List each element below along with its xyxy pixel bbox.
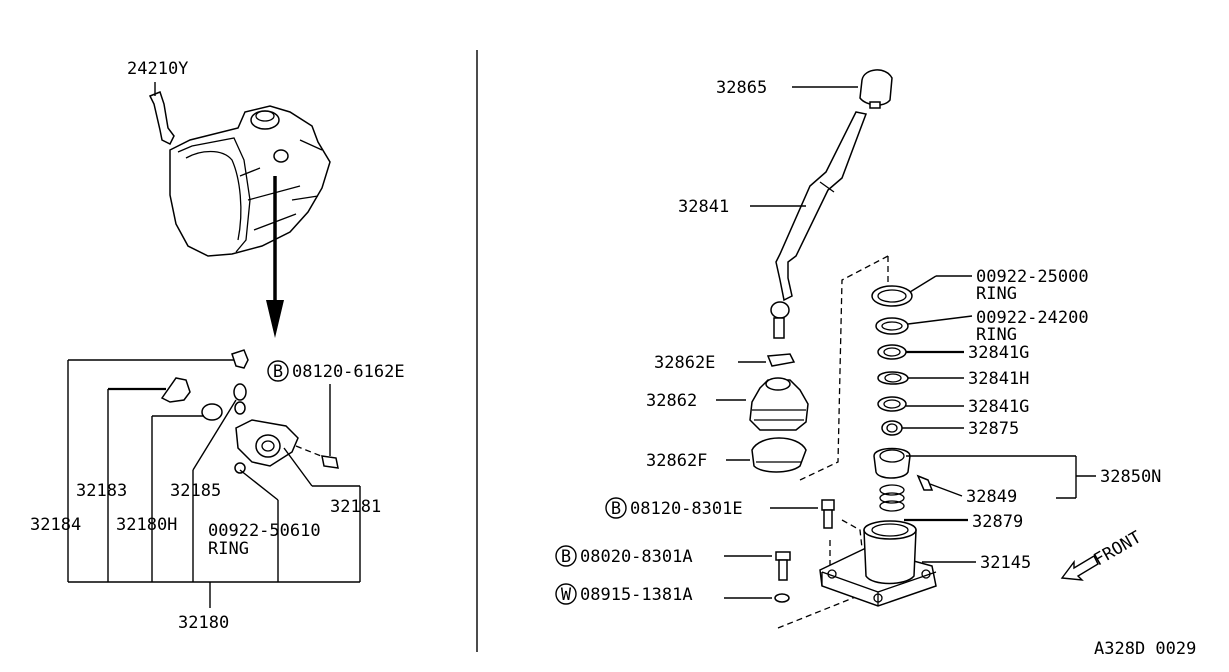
badge-bolt-b-2: B <box>605 497 627 519</box>
spring-32879 <box>879 484 905 512</box>
label-32181: 32181 <box>330 497 381 517</box>
label-32875: 32875 <box>968 419 1019 439</box>
pin-32849 <box>916 474 934 491</box>
svg-text:B: B <box>561 547 571 567</box>
washer-08915-1381a <box>774 593 790 603</box>
ring-00922-24200 <box>875 317 909 335</box>
svg-text:B: B <box>273 362 283 382</box>
spring-pin <box>233 383 247 415</box>
washer-32841g-a <box>877 344 907 360</box>
label-08915-1381a: 08915-1381A <box>580 585 693 605</box>
reference-code: A328D 0029 <box>1094 639 1196 659</box>
spring-32875 <box>881 420 903 436</box>
label-32862: 32862 <box>646 391 697 411</box>
label-32180: 32180 <box>178 613 229 633</box>
label-32862e: 32862E <box>654 353 715 373</box>
ring-32862f <box>751 437 807 473</box>
label-32850n: 32850N <box>1100 467 1161 487</box>
shift-lever-32841 <box>770 111 868 339</box>
label-32841g-b: 32841G <box>968 397 1029 417</box>
label-00922-50610: 00922-50610 <box>208 521 321 541</box>
assembly-dashed-line <box>799 255 889 481</box>
washer-32841g-b <box>877 396 907 412</box>
boot-32862 <box>749 377 809 431</box>
label-32865: 32865 <box>716 78 767 98</box>
svg-text:B: B <box>611 499 621 519</box>
label-32879: 32879 <box>972 512 1023 532</box>
clip-32183 <box>160 377 191 403</box>
left-callouts <box>67 359 361 608</box>
bolt-08020-8301a <box>775 551 791 581</box>
badge-bolt-b-1: B <box>267 360 289 382</box>
housing-32181 <box>235 419 299 467</box>
label-32841: 32841 <box>678 197 729 217</box>
label-ring-24200: RING <box>976 325 1017 345</box>
arrow-down-icon <box>266 176 284 338</box>
seal-32185 <box>201 403 223 421</box>
label-32841h: 32841H <box>968 369 1029 389</box>
clip-32862e <box>766 353 796 367</box>
label-08020-8301a: 08020-8301A <box>580 547 693 567</box>
bushing-top <box>231 349 249 369</box>
label-08120-6162e: 08120-6162E <box>292 362 405 382</box>
badge-washer-w: W <box>555 583 577 605</box>
label-ring-50610: RING <box>208 539 249 559</box>
label-32849: 32849 <box>966 487 1017 507</box>
shift-knob-32865 <box>859 69 893 109</box>
front-arrow-icon <box>1060 555 1099 581</box>
washer-32841h <box>877 371 909 385</box>
bracket-24210y <box>148 82 175 146</box>
label-ring-25000: RING <box>976 284 1017 304</box>
badge-bolt-b-3: B <box>555 545 577 567</box>
label-00922-24200: 00922-24200 <box>976 308 1089 328</box>
shift-base-32145 <box>819 520 937 607</box>
label-24210y: 24210Y <box>127 59 188 79</box>
seat-32850n <box>873 447 911 479</box>
label-32862f: 32862F <box>646 451 707 471</box>
label-32841g-a: 32841G <box>968 343 1029 363</box>
label-32180h: 32180H <box>116 515 177 535</box>
label-32183: 32183 <box>76 481 127 501</box>
ring-00922-50610 <box>234 462 246 474</box>
label-32185: 32185 <box>170 481 221 501</box>
label-32145: 32145 <box>980 553 1031 573</box>
label-32184: 32184 <box>30 515 81 535</box>
bolt-08120-6162e <box>295 445 339 469</box>
ring-00922-25000 <box>871 285 913 307</box>
label-00922-25000: 00922-25000 <box>976 267 1089 287</box>
bolt-08120-8301e <box>821 499 835 529</box>
label-08120-8301e: 08120-8301E <box>630 499 743 519</box>
transmission-case <box>169 105 331 257</box>
svg-text:W: W <box>561 585 572 605</box>
front-direction-label: FRONT <box>1091 527 1145 570</box>
